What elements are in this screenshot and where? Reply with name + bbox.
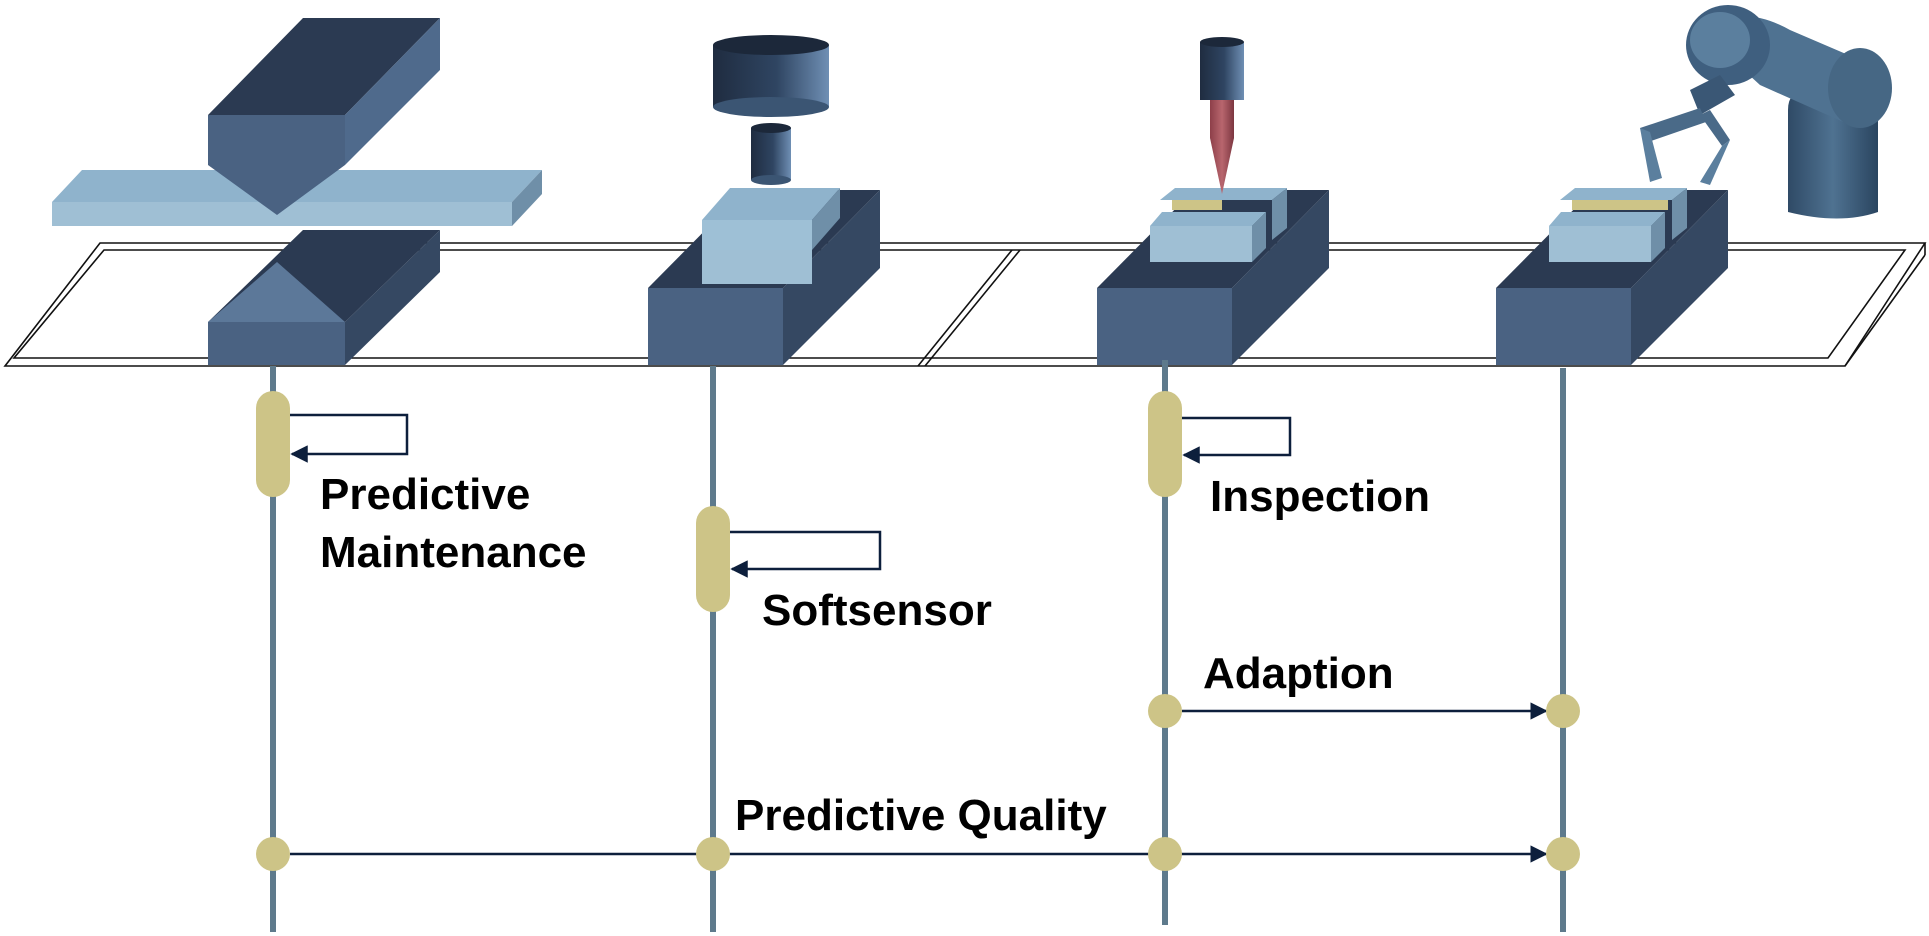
adaption-node-start (1148, 694, 1182, 728)
press-machine-icon (52, 18, 542, 365)
loop-arrow-inspection (1182, 416, 1292, 464)
softsensor-label: Softsensor (762, 586, 992, 635)
quality-node-station-3 (1148, 837, 1182, 871)
predictive-quality-message (256, 837, 1580, 871)
activity-predictive-maintenance (256, 391, 290, 497)
adaption-node-end (1546, 694, 1580, 728)
adaption-label: Adaption (1203, 649, 1394, 698)
predictive-maintenance-label-line1: Predictive (320, 470, 531, 519)
quality-node-station-1 (256, 837, 290, 871)
quality-node-station-2 (696, 837, 730, 871)
self-loop-activities (256, 391, 1292, 612)
measurement-probe-icon (648, 35, 880, 365)
robot-arm-icon (1496, 5, 1892, 365)
adaption-message (1148, 694, 1580, 728)
loop-arrow-softsensor (730, 530, 882, 578)
loop-arrow-predictive-maintenance (290, 413, 409, 463)
activity-softsensor (696, 506, 730, 612)
activity-inspection (1148, 391, 1182, 497)
laser-inspection-icon (1097, 37, 1329, 365)
predictive-maintenance-label-line2: Maintenance (320, 528, 587, 577)
quality-node-station-4 (1546, 837, 1580, 871)
predictive-quality-label: Predictive Quality (735, 791, 1107, 840)
inspection-label: Inspection (1210, 472, 1431, 521)
